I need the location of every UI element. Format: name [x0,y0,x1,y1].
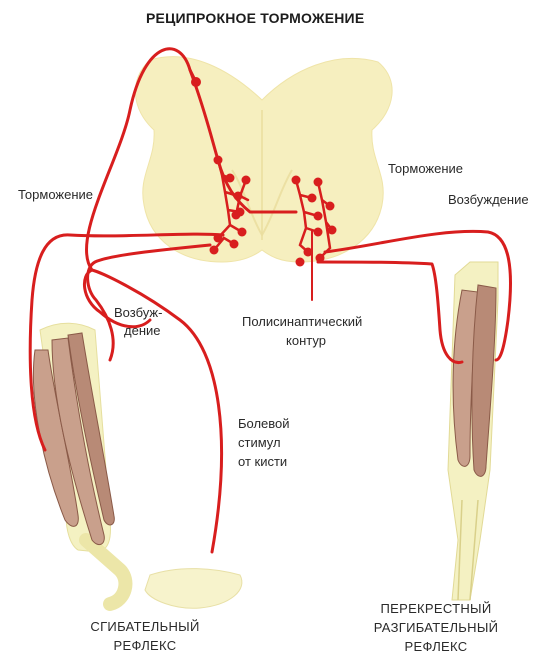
diagram-title: РЕЦИПРОКНОЕ ТОРМОЖЕНИЕ [146,10,364,27]
label-inhibition-left: Торможение [18,186,93,203]
label-excitation-left-1: Возбуж- [114,304,162,321]
label-pain-2: стимул [238,434,281,451]
label-excitation-right: Возбуждение [448,191,529,208]
caption-crossed-2: РАЗГИБАТЕЛЬНЫЙ [356,619,516,637]
hand [145,569,242,609]
caption-flexor-1: СГИБАТЕЛЬНЫЙ [80,618,210,636]
label-excitation-left-2: дение [124,322,161,339]
label-pain-1: Болевой [238,415,290,432]
label-inhibition-right: Торможение [388,160,463,177]
caption-crossed-3: РЕФЛЕКС [356,638,516,656]
label-pain-3: от кисти [238,453,287,470]
caption-flexor-2: РЕФЛЕКС [80,637,210,655]
spinal-cord [135,57,392,262]
excitation-left-efferent [88,245,210,360]
label-polysynaptic-2: контур [286,332,326,349]
caption-crossed-1: ПЕРЕКРЕСТНЫЙ [356,600,516,618]
label-polysynaptic-1: Полисинаптический [242,313,362,330]
